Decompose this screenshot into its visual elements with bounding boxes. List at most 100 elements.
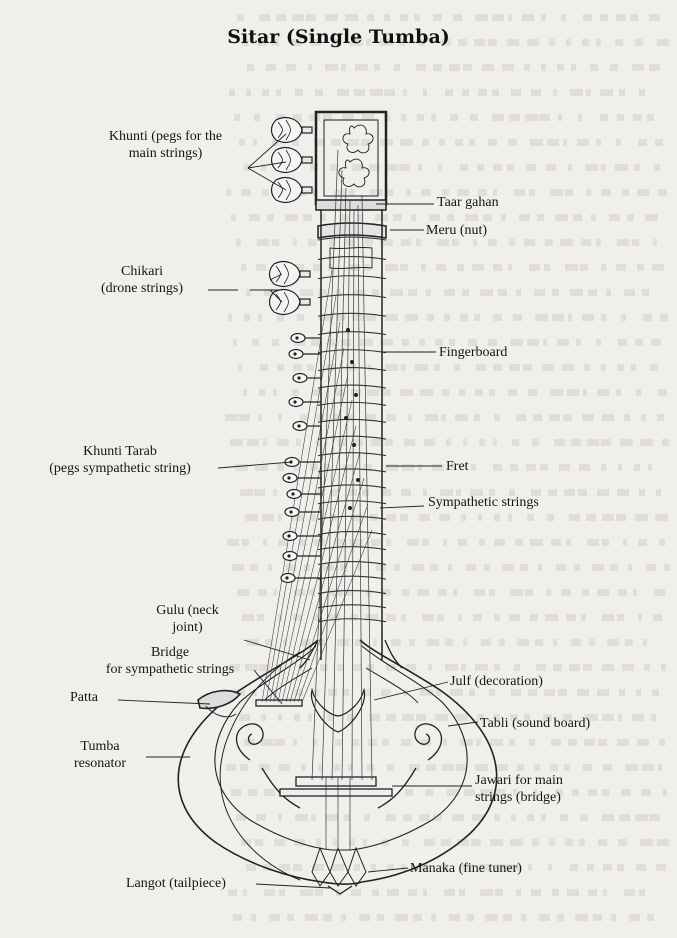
bleed-mark (576, 339, 581, 346)
bleed-mark (489, 389, 495, 396)
bleed-mark (386, 514, 396, 521)
bleed-mark (233, 914, 242, 921)
bleed-mark (571, 639, 581, 646)
label-sympathetic-strings: Sympathetic strings (428, 495, 539, 510)
bleed-mark (621, 314, 626, 321)
bleed-mark (235, 464, 248, 471)
bleed-mark (583, 664, 592, 671)
bleed-mark (570, 289, 583, 296)
bleed-mark (492, 114, 504, 121)
fret (317, 452, 387, 457)
bleed-mark (632, 714, 644, 721)
bleed-mark (509, 739, 515, 746)
bleed-mark (245, 514, 258, 521)
bleed-mark (550, 764, 558, 771)
bleed-mark (345, 589, 353, 596)
bleed-mark (335, 539, 343, 546)
bleed-mark (565, 839, 573, 846)
bleed-mark (455, 139, 463, 146)
bleed-mark (615, 164, 628, 171)
bleed-mark (416, 239, 421, 246)
sympathetic-string (265, 295, 337, 703)
sympathetic-string (293, 477, 365, 703)
bleed-mark (273, 389, 277, 396)
bleed-mark (578, 114, 582, 121)
sympathetic-string (289, 451, 361, 703)
bleed-mark (458, 614, 462, 621)
bleed-mark (521, 914, 526, 921)
bleed-mark (560, 814, 568, 821)
bleed-mark (474, 39, 485, 46)
bleed-mark (553, 639, 557, 646)
bleed-mark (596, 339, 601, 346)
bleed-mark (286, 64, 296, 71)
bleed-mark (337, 664, 344, 671)
label-gulu-line1: Gulu (neck (156, 603, 219, 618)
bleed-mark (405, 314, 418, 321)
bleed-mark (492, 14, 504, 21)
tarab-peg-dot (285, 576, 289, 580)
fret (317, 366, 387, 372)
bleed-mark (370, 189, 383, 196)
fret (317, 604, 387, 609)
bleed-mark (402, 339, 409, 346)
bleed-mark (489, 689, 495, 696)
bleed-mark (256, 264, 266, 271)
bleed-mark (393, 214, 402, 221)
bleed-mark (323, 914, 332, 921)
bleed-mark (341, 64, 346, 71)
bleed-mark (404, 439, 415, 446)
bleed-mark (315, 489, 323, 496)
fret (317, 560, 387, 566)
bleed-mark (351, 889, 361, 896)
bleed-mark (313, 739, 317, 746)
bleed-mark (535, 314, 548, 321)
bleed-mark (236, 239, 241, 246)
bleed-mark (387, 864, 394, 871)
bleed-mark (350, 39, 363, 46)
bleed-mark (474, 589, 485, 596)
bleed-mark (658, 764, 662, 771)
bleed-mark (246, 89, 251, 96)
bleed-mark (411, 214, 416, 221)
bleed-mark (507, 39, 519, 46)
bleed-mark (619, 814, 630, 821)
headstock-flower-top (342, 124, 374, 154)
bleed-mark (314, 539, 325, 546)
bleed-mark (494, 714, 500, 721)
bleed-mark (355, 439, 363, 446)
bleed-mark (634, 464, 640, 471)
bleed-mark (425, 789, 433, 796)
bleed-mark (462, 289, 469, 296)
bleed-mark (463, 64, 472, 71)
bleed-mark (427, 639, 439, 646)
bleed-mark (239, 714, 250, 721)
bleed-mark (523, 364, 532, 371)
bleed-mark (230, 439, 243, 446)
bleed-mark (301, 639, 311, 646)
fret (317, 515, 387, 520)
bleed-mark (462, 89, 469, 96)
leader-patta (117, 699, 211, 705)
bleed-mark (417, 589, 429, 596)
bleed-mark (543, 339, 547, 346)
neck-fingerboard (299, 110, 403, 669)
bleed-mark (467, 914, 474, 921)
bleed-mark (255, 839, 263, 846)
label-bridge-sympathetic-line2: for sympathetic strings (105, 662, 235, 677)
jawari-base (279, 788, 393, 797)
chikari-peg-shaft (299, 298, 311, 306)
bleed-mark (655, 139, 663, 146)
bleed-mark (651, 714, 656, 721)
bleed-mark (243, 389, 247, 396)
bleed-mark (586, 514, 596, 521)
bleed-mark (441, 839, 451, 846)
fret (317, 331, 387, 336)
bleed-mark (333, 39, 337, 46)
bleed-mark (657, 414, 664, 421)
strings (261, 149, 373, 850)
bleed-mark (455, 414, 468, 421)
bleed-mark (569, 664, 580, 671)
bleed-mark (615, 39, 623, 46)
bleed-mark (587, 864, 594, 871)
